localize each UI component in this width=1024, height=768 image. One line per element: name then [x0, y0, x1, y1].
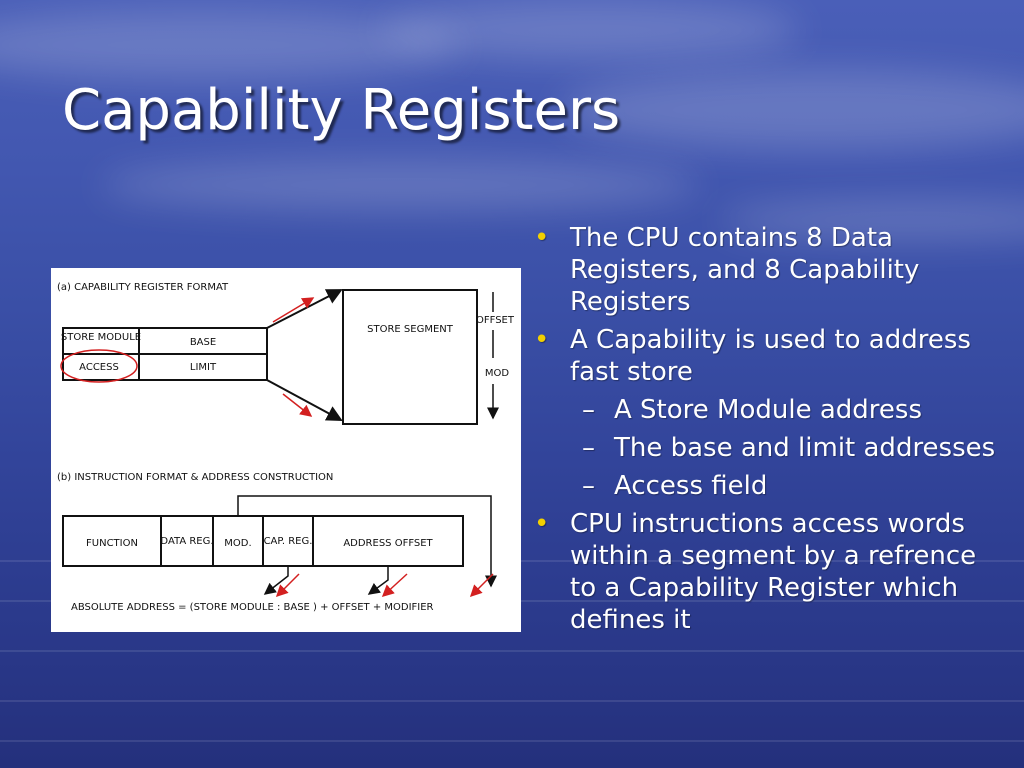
slide-title: Capability Registers	[62, 78, 621, 143]
offset-label: OFFSET	[476, 315, 515, 326]
base-label: BASE	[190, 337, 216, 348]
cap-reg-field-label: CAP. REG.	[264, 536, 313, 547]
water-line	[0, 650, 1024, 652]
bullet-marker: •	[534, 223, 550, 253]
bullet-marker: •	[534, 509, 550, 539]
water-line	[0, 700, 1024, 702]
bullet-text: CPU instructions access words within a s…	[570, 509, 977, 635]
mod-field-label: MOD.	[224, 538, 251, 549]
sub-bullet-marker: –	[582, 471, 595, 501]
function-field-label: FUNCTION	[86, 538, 138, 549]
sub-bullet-text: The base and limit addresses	[614, 433, 996, 463]
red-arrow	[272, 297, 315, 323]
red-arrow	[275, 573, 300, 598]
water-line	[0, 740, 1024, 742]
capability-diagram-svg: (a) CAPABILITY REGISTER FORMAT STORE MOD…	[57, 282, 515, 613]
access-highlight-circle	[60, 349, 138, 383]
address-offset-field-label: ADDRESS OFFSET	[343, 538, 433, 549]
cap-reg-connector	[263, 566, 289, 595]
store-segment-label: STORE SEGMENT	[367, 324, 454, 335]
store-segment-box	[342, 289, 478, 425]
red-arrow	[469, 573, 494, 598]
bullet-text: A Capability is used to address fast sto…	[570, 325, 971, 387]
segment-arrow-top	[266, 289, 343, 329]
cloud-decoration	[380, 0, 800, 60]
access-label: ACCESS	[79, 362, 119, 373]
sub-bullet-text: Access field	[614, 471, 768, 501]
bullet-item: • The CPU contains 8 Data Registers, and…	[530, 222, 1010, 318]
bullet-text: The CPU contains 8 Data Registers, and 8…	[570, 223, 920, 317]
sub-bullet-marker: –	[582, 395, 595, 425]
bullet-item: • CPU instructions access words within a…	[530, 508, 1010, 636]
store-module-label: STORE MODULE	[61, 332, 141, 343]
capability-diagram: (a) CAPABILITY REGISTER FORMAT STORE MOD…	[51, 268, 521, 632]
cloud-decoration	[560, 70, 1024, 150]
cloud-decoration	[100, 160, 700, 210]
absolute-address-formula: ABSOLUTE ADDRESS = (STORE MODULE : BASE …	[71, 602, 434, 613]
segment-arrow-bottom	[266, 379, 343, 421]
part-b-caption: (b) INSTRUCTION FORMAT & ADDRESS CONSTRU…	[57, 472, 333, 483]
sub-bullet-marker: –	[582, 433, 595, 463]
data-reg-field-label: DATA REG.	[160, 536, 213, 547]
sub-bullet-text: A Store Module address	[614, 395, 922, 425]
bullet-item: • A Capability is used to address fast s…	[530, 324, 1010, 388]
mod-label: MOD	[485, 368, 509, 379]
part-a-caption: (a) CAPABILITY REGISTER FORMAT	[57, 282, 229, 293]
sub-bullet-item: – Access field	[530, 470, 1010, 502]
sub-bullet-item: – A Store Module address	[530, 394, 1010, 426]
cloud-decoration	[0, 10, 460, 80]
bullet-marker: •	[534, 325, 550, 355]
sub-bullet-item: – The base and limit addresses	[530, 432, 1010, 464]
offset-connector	[367, 566, 389, 595]
bullet-list: • The CPU contains 8 Data Registers, and…	[530, 222, 1010, 642]
limit-label: LIMIT	[190, 362, 217, 373]
modifier-connector	[237, 495, 497, 588]
red-arrow	[282, 393, 313, 417]
cloud-decoration	[720, 200, 1024, 240]
red-arrow	[381, 573, 408, 598]
